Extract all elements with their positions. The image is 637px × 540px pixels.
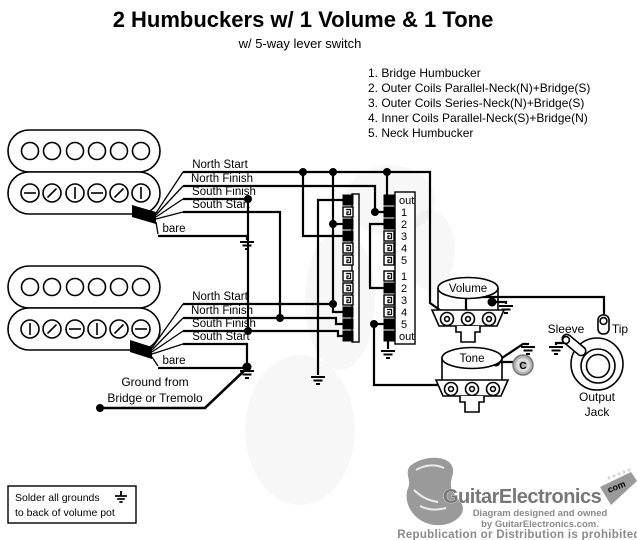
tone-capacitor: C <box>512 354 534 376</box>
switch-right-wafer <box>394 191 416 345</box>
wire-label: South Finish <box>192 186 256 198</box>
note-line2: to back of volume pot <box>15 507 115 519</box>
capacitor-label: C <box>519 361 526 372</box>
terminal-label: 5 <box>401 255 407 267</box>
page-title: 2 Humbuckers w/ 1 Volume & 1 Tone <box>113 7 494 32</box>
bridge-cable-connector <box>132 205 156 224</box>
output-jack-label-line2: Jack <box>585 405 611 419</box>
ground-from-line1: Ground from <box>121 375 188 389</box>
tip-label: Tip <box>612 322 629 336</box>
logo-guitar-detail <box>413 464 447 511</box>
neck-pole-pieces <box>20 277 151 339</box>
bridge-humbucker <box>7 129 184 235</box>
terminal-label: 3 <box>401 295 407 307</box>
wire-label: South Start <box>192 199 250 211</box>
wire-label: South Finish <box>192 318 256 330</box>
list-item: 3. Outer Coils Series-Neck(N)+Bridge(S) <box>368 96 584 110</box>
logo-credit-line1: Diagram designed and owned <box>473 508 608 519</box>
logo-credit-line2: by GuitarElectronics.com. <box>481 519 599 530</box>
tremolo-ground-label: Ground from Bridge or Tremolo <box>107 375 203 405</box>
ground-icon <box>520 346 536 355</box>
tone-label: Tone <box>460 353 485 365</box>
logo-guitar-body <box>406 457 463 526</box>
logo-block: GuitarElectronics com Diagram designed a… <box>397 457 637 540</box>
terminal-label: 3 <box>401 231 407 243</box>
sleeve-label: Sleeve <box>548 322 585 336</box>
volume-label: Volume <box>449 283 487 295</box>
solder-note-box: Solder all grounds to back of volume pot <box>7 485 137 524</box>
terminal-label: 1 <box>401 271 407 283</box>
list-item: 5. Neck Humbucker <box>368 126 473 140</box>
switch-left-wafer <box>351 193 360 343</box>
neck-humbucker <box>7 265 184 367</box>
page-subtitle: w/ 5-way lever switch <box>238 36 362 51</box>
output-jack-label-line1: Output <box>579 390 616 404</box>
terminal-label: 4 <box>401 243 407 255</box>
switch-right-terminals <box>383 194 395 342</box>
ground-icon <box>380 350 396 359</box>
logo-brand-text: GuitarElectronics <box>443 486 602 508</box>
list-item: 2. Outer Coils Parallel-Neck(N)+Bridge(S… <box>368 81 590 95</box>
tone-pot: Tone <box>434 346 510 413</box>
logo-warning: Republication or Distribution is prohibi… <box>397 529 637 540</box>
list-item: 1. Bridge Humbucker <box>368 66 481 80</box>
ground-icon <box>548 346 564 355</box>
neck-cable-connector <box>130 340 152 359</box>
bridge-wire-labels: North Start North Finish South Finish So… <box>162 159 255 235</box>
wire-label: North Start <box>192 291 248 303</box>
neck-wire-fan <box>151 303 184 367</box>
terminal-label: out <box>399 195 414 207</box>
bridge-pole-pieces <box>20 141 151 203</box>
ground-from-line2: Bridge or Tremolo <box>107 391 203 405</box>
bridge-wire-fan <box>155 171 184 235</box>
terminal-label: 2 <box>401 219 407 231</box>
terminal-label: 4 <box>401 307 407 319</box>
output-jack: Sleeve Tip Output Jack <box>548 314 629 419</box>
terminal-label: 2 <box>401 283 407 295</box>
terminal-label: 5 <box>401 319 407 331</box>
note-line1: Solder all grounds <box>15 492 100 504</box>
logo-headstock <box>600 472 637 505</box>
wire-label: North Start <box>192 159 248 171</box>
wire-label: North Finish <box>191 305 253 317</box>
wire-label: South Start <box>192 331 250 343</box>
wire-label: North Finish <box>191 173 253 185</box>
volume-pot: Volume <box>430 276 506 343</box>
list-item: 4. Inner Coils Parallel-Neck(S)+Bridge(N… <box>368 111 588 125</box>
terminal-label: 1 <box>401 207 407 219</box>
neck-wire-labels: North Start North Finish South Finish So… <box>162 291 255 367</box>
switch-position-list: 1. Bridge Humbucker 2. Outer Coils Paral… <box>368 66 590 140</box>
terminal-label: out <box>399 331 414 343</box>
five-way-switch: out 1 2 3 4 5 1 2 3 4 5 out <box>342 191 416 345</box>
switch-terminal-labels: out 1 2 3 4 5 1 2 3 4 5 out <box>399 195 414 343</box>
wire-label: bare <box>162 355 185 367</box>
wire-label: bare <box>162 223 185 235</box>
